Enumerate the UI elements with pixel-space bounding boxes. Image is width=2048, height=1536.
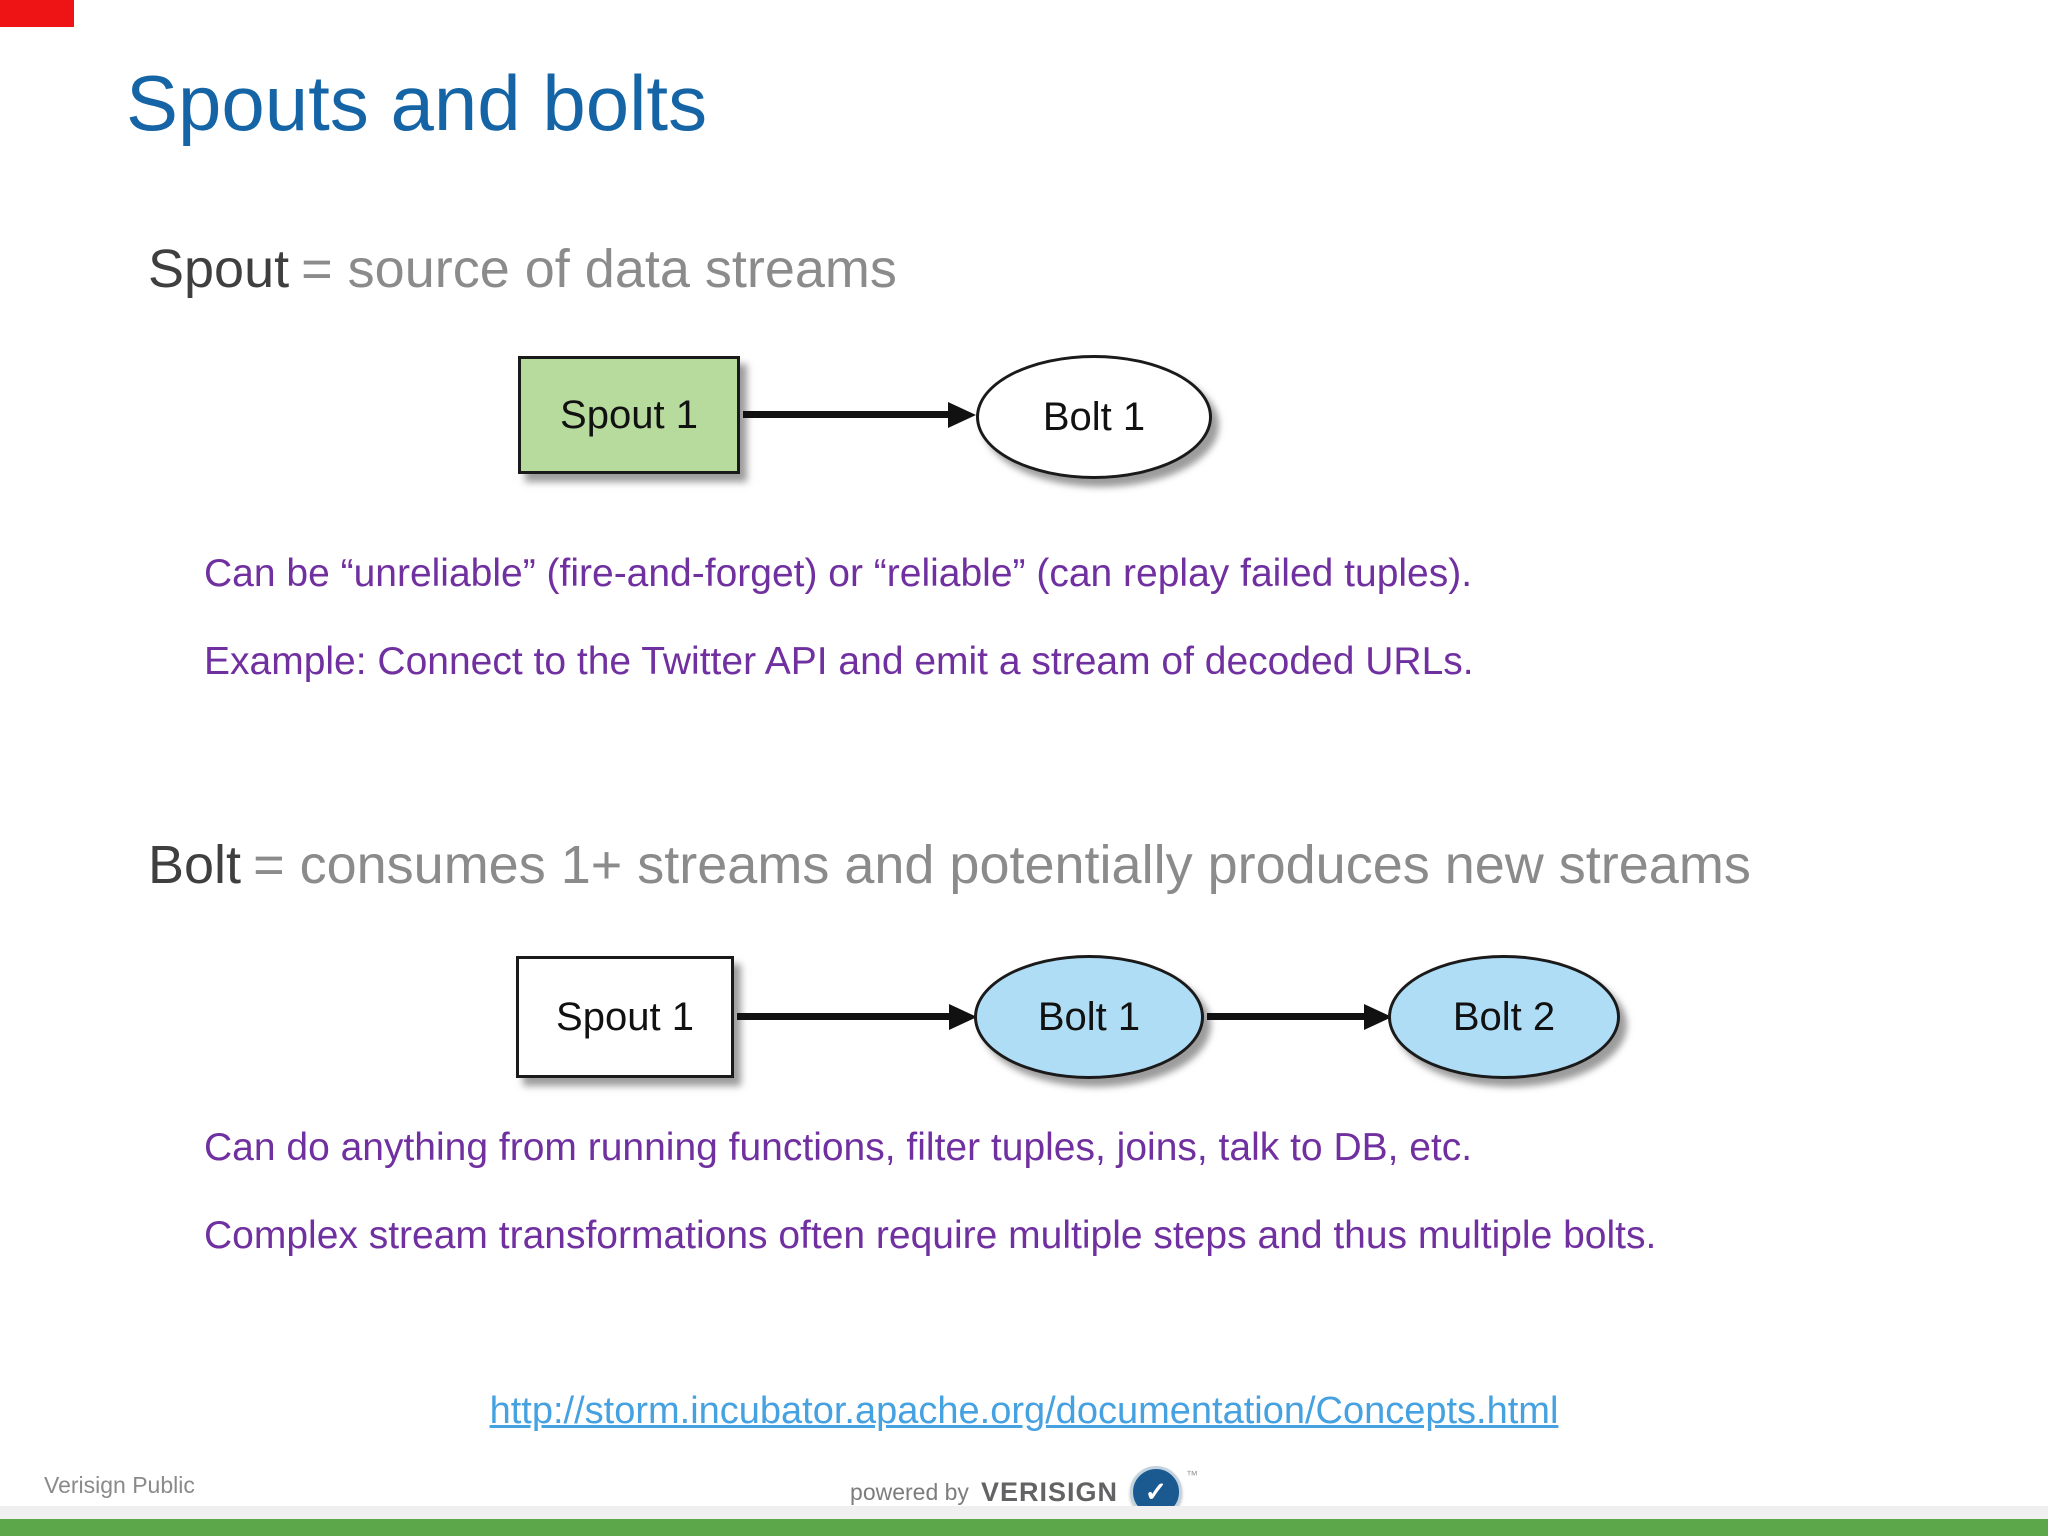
arrow-head-icon <box>1364 1004 1392 1030</box>
page-title: Spouts and bolts <box>126 59 708 147</box>
arrow-line-icon <box>737 1013 949 1020</box>
spout-note-1: Can be “unreliable” (fire-and-forget) or… <box>204 552 1473 595</box>
bolt-diagram-node-bolt1: Bolt 1 <box>974 955 1204 1079</box>
bolt-note-2: Complex stream transformations often req… <box>204 1214 1657 1257</box>
arrow-line-icon <box>743 411 949 418</box>
classification-label: Verisign Public <box>44 1472 195 1498</box>
concepts-link[interactable]: http://storm.incubator.apache.org/docume… <box>489 1390 1559 1432</box>
bolt-diagram-node-bolt2: Bolt 2 <box>1388 955 1620 1079</box>
bolt-section-heading: Bolt= consumes 1+ streams and potentiall… <box>148 834 1751 896</box>
arrow-head-icon <box>949 1004 977 1030</box>
powered-by-label: powered by <box>850 1478 969 1505</box>
link-row: http://storm.incubator.apache.org/docume… <box>0 1390 2048 1433</box>
spout-section-heading: Spout= source of data streams <box>148 238 897 300</box>
bolt-term: Bolt <box>148 835 242 895</box>
bolt-definition: = consumes 1+ streams and potentially pr… <box>253 835 1751 895</box>
trademark-symbol: ™ <box>1185 1468 1198 1482</box>
verisign-wordmark: VERISIGN <box>980 1476 1118 1507</box>
footer-gray-strip <box>0 1506 2048 1519</box>
verisign-checkmark-glyph: ✓ <box>1144 1476 1168 1507</box>
footer-green-bar <box>0 1519 2048 1536</box>
red-corner-artifact <box>0 0 74 27</box>
bolt-note-1: Can do anything from running functions, … <box>204 1126 1473 1169</box>
spout-diagram-node-bolt1: Bolt 1 <box>976 355 1212 479</box>
arrow-line-icon <box>1207 1013 1365 1020</box>
bolt-diagram-node-spout1: Spout 1 <box>516 956 734 1078</box>
spout-definition: = source of data streams <box>301 239 897 299</box>
spout-term: Spout <box>148 239 290 299</box>
spout-diagram-node-spout1: Spout 1 <box>518 356 740 474</box>
spout-note-2: Example: Connect to the Twitter API and … <box>204 640 1474 683</box>
arrow-head-icon <box>948 402 976 428</box>
